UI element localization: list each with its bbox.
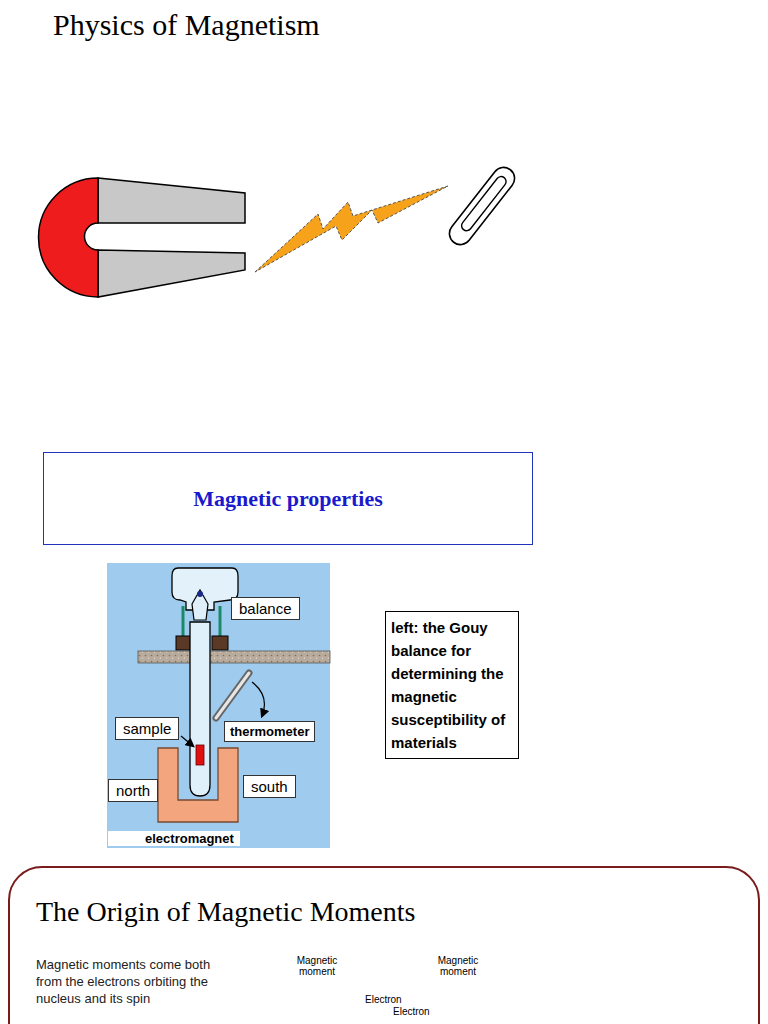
figure-label: Magnetic moment <box>291 955 343 977</box>
part-label: south <box>243 775 296 798</box>
caption-box: left: the Gouy balance for determining t… <box>385 611 519 759</box>
page-title: Physics of Magnetism <box>53 8 320 42</box>
node-text: balance <box>239 600 292 617</box>
node-body: Magnetic moments come both from the elec… <box>36 956 214 1007</box>
node-text: north <box>116 782 150 799</box>
part-label: north <box>108 779 158 802</box>
figure-label: Electron <box>393 1006 430 1017</box>
node-text: sample <box>123 720 171 737</box>
node-text: thermometer <box>230 724 309 739</box>
node-text: The Origin of Magnetic Moments <box>36 896 758 928</box>
figure-label: Magnetic moment <box>432 955 484 977</box>
part-label: electromagnet <box>108 831 240 846</box>
part-label: sample <box>115 717 179 740</box>
section-box: Magnetic properties <box>43 452 533 545</box>
node-text: south <box>251 778 288 795</box>
figure-label: Electron <box>365 994 402 1005</box>
node-text: left: the Gouy balance for determining t… <box>391 616 513 754</box>
paperclip <box>445 163 519 249</box>
part-label: thermometer <box>224 721 315 742</box>
horseshoe-magnet <box>39 178 246 297</box>
part-label: balance <box>231 597 300 620</box>
node-text: Magnetic properties <box>193 486 383 512</box>
node-text: electromagnet <box>145 831 234 846</box>
lightning-bolt <box>255 186 448 272</box>
gouy-balance <box>107 563 330 848</box>
